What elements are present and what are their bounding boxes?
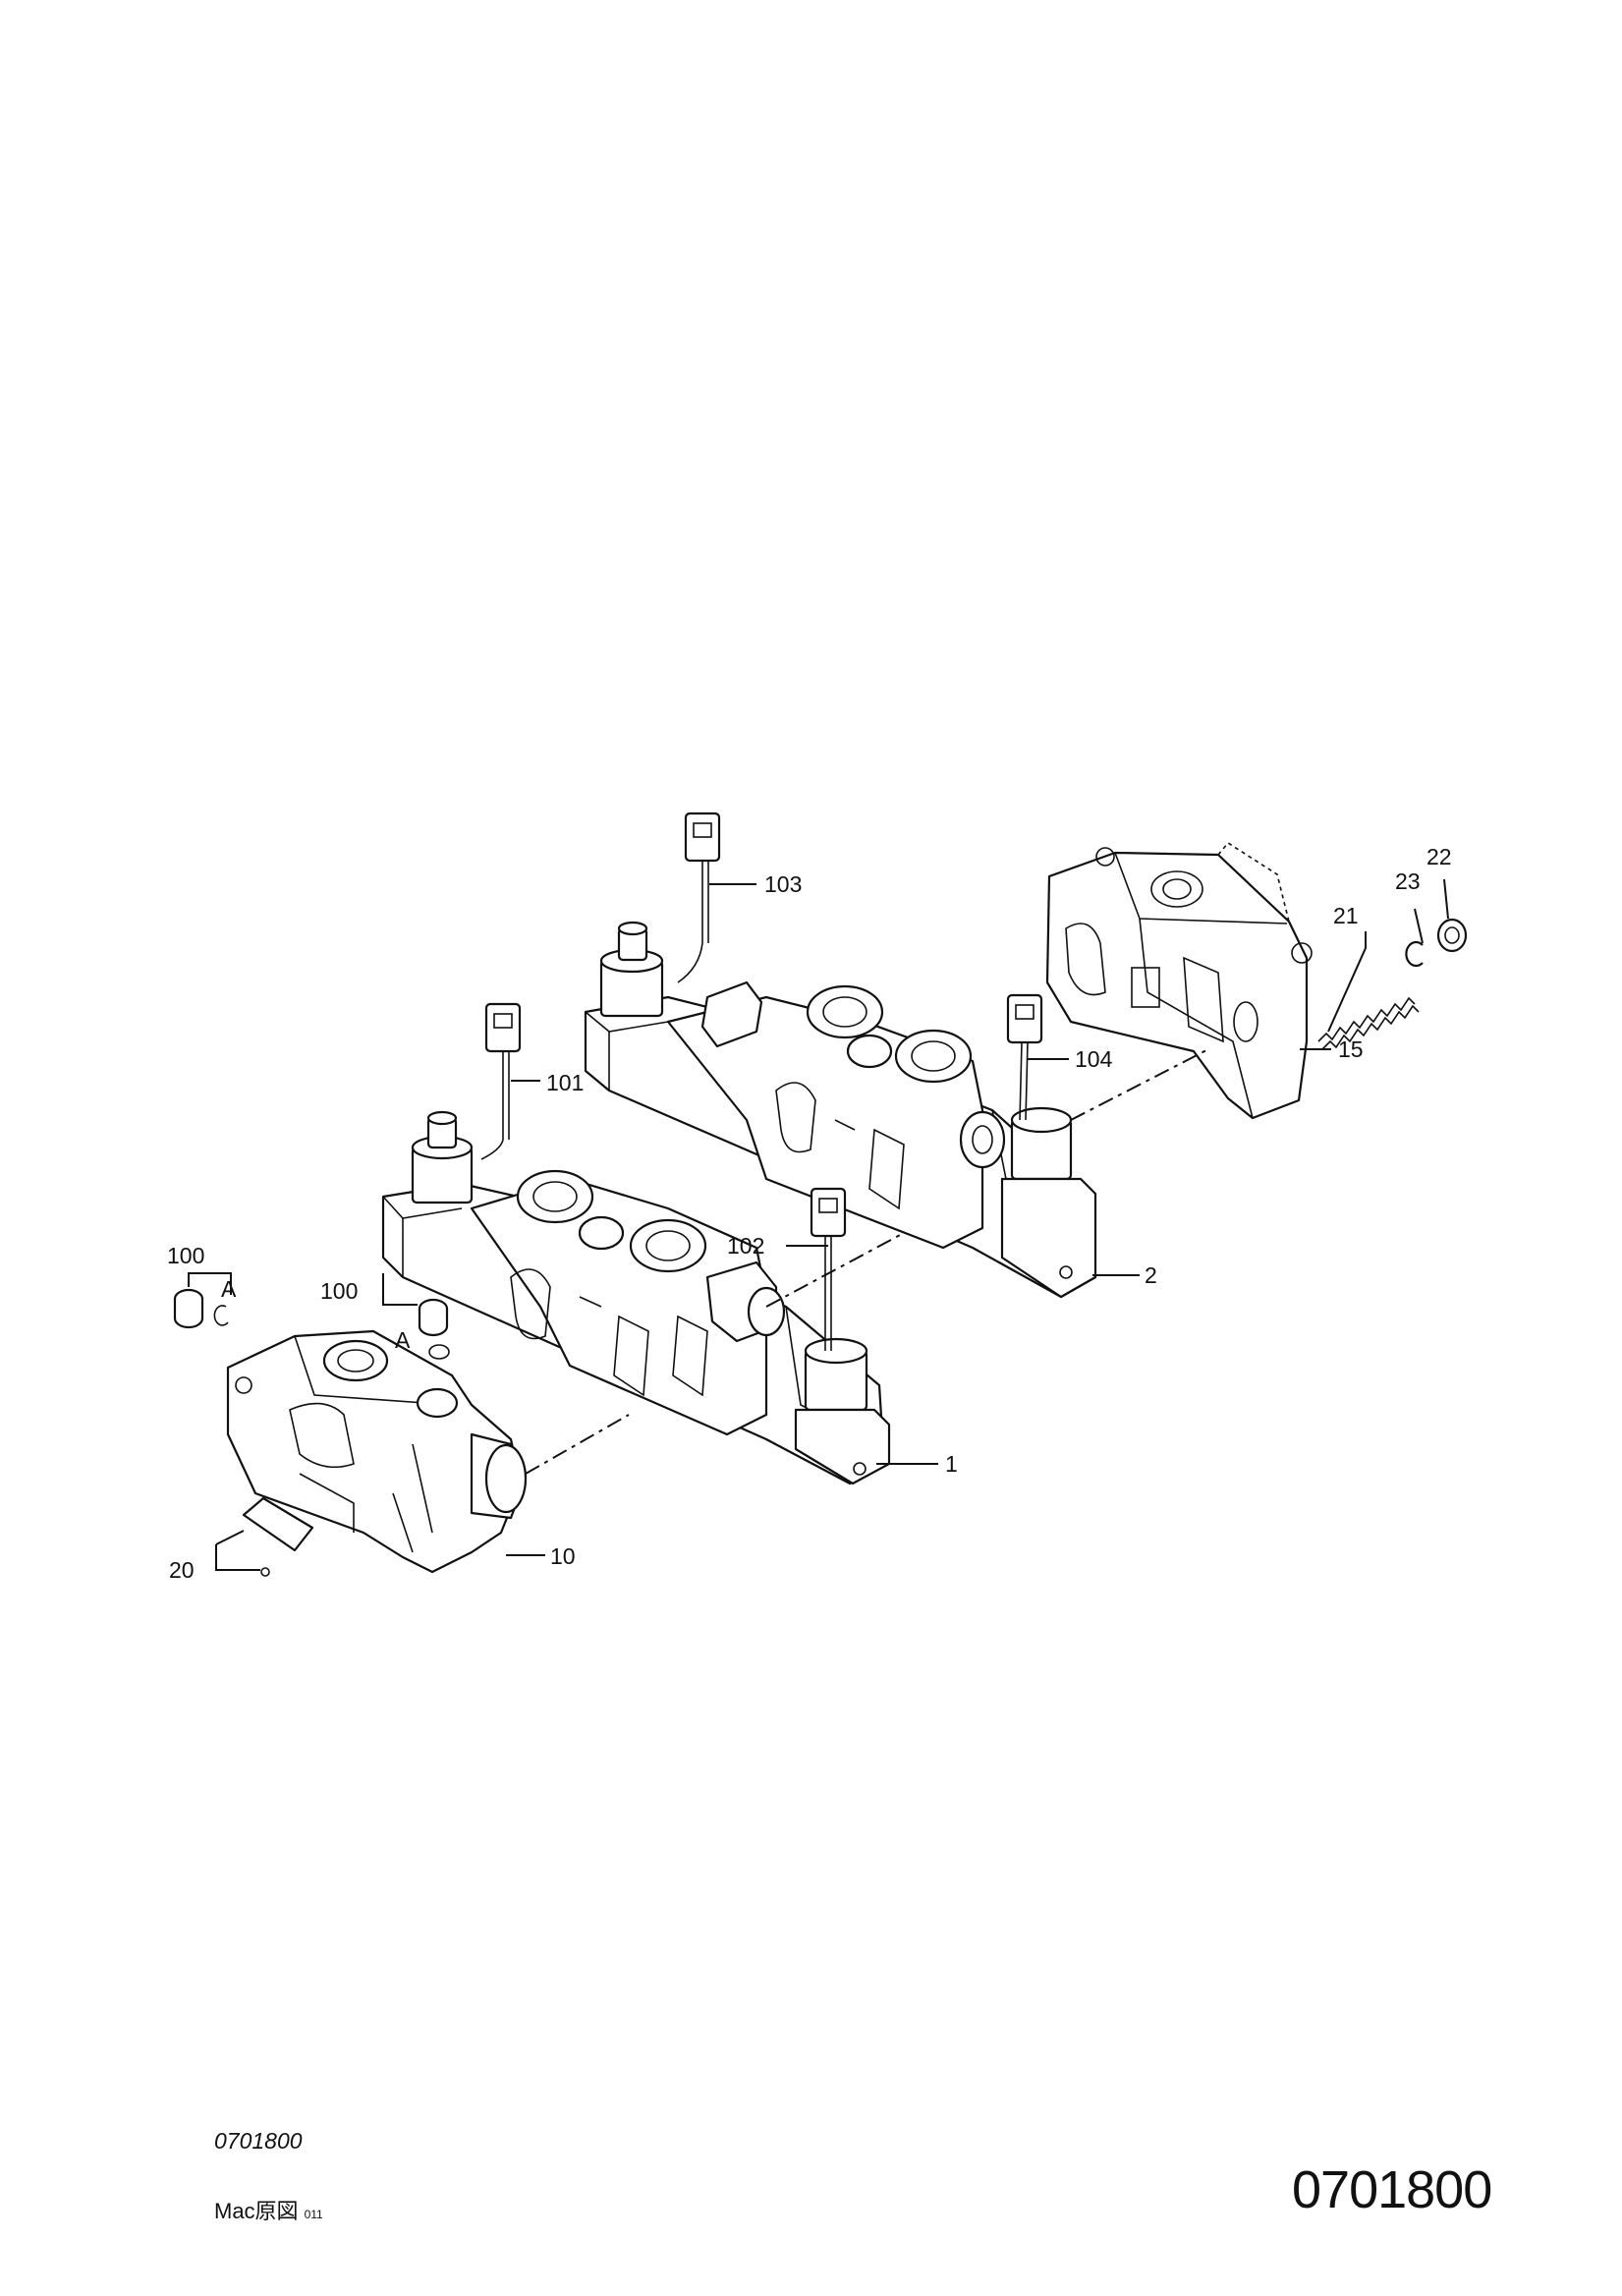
callout-labels: 103 101 104 15 21 23 22 102 2 1 10 20 10… xyxy=(167,844,1452,1583)
callout-102: 102 xyxy=(727,1233,764,1259)
plug-part-100-right xyxy=(418,1298,450,1360)
callout-22: 22 xyxy=(1426,844,1452,869)
callout-104: 104 xyxy=(1075,1046,1113,1072)
callout-103: 103 xyxy=(764,871,802,897)
valve-section-part-1 xyxy=(381,1002,891,1485)
drawing-code: 0701800 xyxy=(214,2128,303,2154)
callout-15: 15 xyxy=(1338,1036,1364,1062)
callout-100-right: 100 xyxy=(320,1278,358,1304)
callout-10: 10 xyxy=(550,1543,576,1569)
callout-2: 2 xyxy=(1145,1262,1157,1288)
end-cover-part-15 xyxy=(1045,841,1313,1120)
snap-ring-part-23 xyxy=(1405,940,1424,968)
inlet-cover-part-10 xyxy=(226,1329,528,1574)
nut-part-22 xyxy=(1436,918,1468,953)
detail-a-left: A xyxy=(221,1276,237,1302)
callout-1: 1 xyxy=(945,1451,958,1477)
detail-a-right: A xyxy=(395,1327,411,1353)
mac-drawing-label: Mac原図 011 xyxy=(214,2194,323,2225)
spring-part-21 xyxy=(1317,996,1420,1050)
valve-section-part-2 xyxy=(584,812,1097,1299)
callout-101: 101 xyxy=(546,1070,584,1095)
assembly-center-lines xyxy=(525,1048,1209,1475)
callout-100-left: 100 xyxy=(167,1243,204,1268)
mac-number: 011 xyxy=(304,2208,323,2221)
leader-lines xyxy=(188,878,1449,1571)
callout-23: 23 xyxy=(1395,868,1421,894)
callout-20: 20 xyxy=(169,1557,195,1583)
plug-part-100-left xyxy=(173,1288,229,1329)
mac-label: Mac原図 xyxy=(214,2199,299,2223)
callout-21: 21 xyxy=(1333,903,1359,928)
page-code: 0701800 xyxy=(1292,2160,1492,2219)
nameplate-part-20 xyxy=(242,1496,314,1577)
